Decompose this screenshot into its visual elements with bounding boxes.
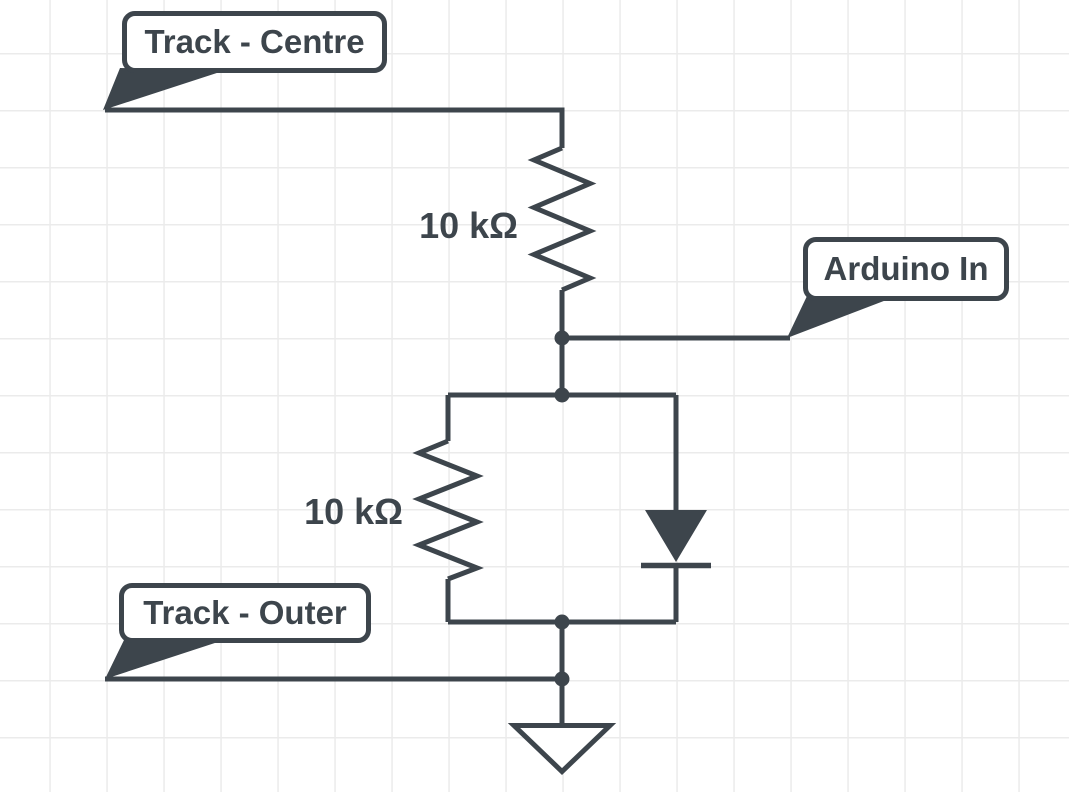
diode-triangle[interactable]	[645, 510, 707, 562]
callout-track-outer-label: Track - Outer	[143, 594, 347, 631]
wire-track-centre[interactable]	[105, 107, 565, 148]
junction-dot-parallel-top	[554, 387, 570, 403]
junction-dot-arduino	[554, 330, 570, 346]
callout-arduino-in-pointer[interactable]	[787, 296, 889, 338]
resistor-bottom-value-label[interactable]: 10 kΩ	[304, 491, 403, 532]
callout-track-centre-pointer[interactable]	[103, 68, 226, 110]
junction-dot-track-outer	[554, 671, 570, 687]
callout-track-centre-label: Track - Centre	[144, 23, 365, 60]
ground-symbol[interactable]	[507, 723, 617, 775]
resistor-bottom-symbol[interactable]	[412, 438, 484, 582]
callout-track-outer-pointer[interactable]	[105, 638, 224, 679]
resistor-top-value-label[interactable]: 10 kΩ	[419, 205, 518, 246]
resistor-top-symbol[interactable]	[527, 145, 597, 293]
callout-arduino-in[interactable]: Arduino In	[803, 237, 1009, 301]
callout-track-centre[interactable]: Track - Centre	[122, 11, 387, 73]
callout-arduino-in-label: Arduino In	[823, 250, 989, 287]
junction-dot-parallel-bottom	[554, 614, 570, 630]
callout-track-outer[interactable]: Track - Outer	[119, 583, 371, 643]
